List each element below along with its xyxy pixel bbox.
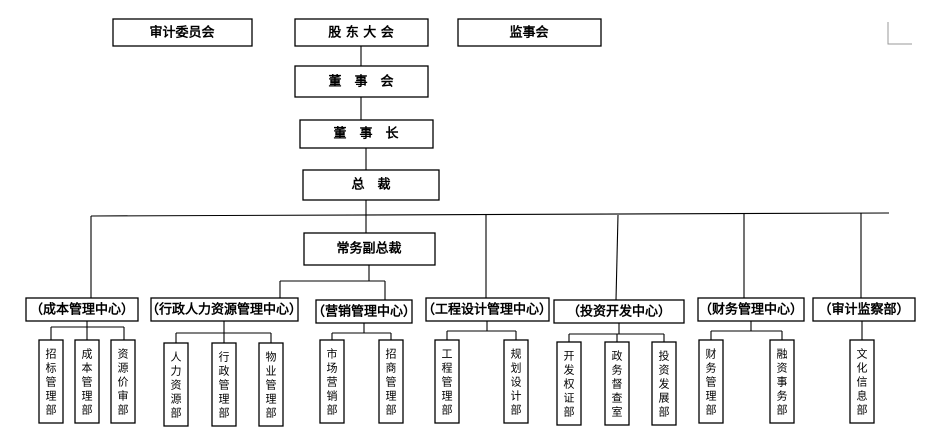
- center-hr-admin: （行政人力资源管理中心）: [146, 297, 302, 322]
- department-label: 投资发展部: [659, 349, 670, 419]
- department-label: 开发权证部: [564, 350, 575, 419]
- department-box: 文化信息部: [849, 339, 875, 424]
- department-box: 资源价审部: [110, 339, 136, 424]
- center-finance: （财务管理中心）: [697, 297, 805, 322]
- department-label: 规划设计部: [511, 347, 522, 417]
- center-cost: （成本管理中心）: [25, 297, 139, 322]
- president-label: 总 裁: [351, 177, 390, 193]
- department-box: 市场营销部: [319, 339, 345, 424]
- center-name: （财务管理中心）: [699, 302, 803, 318]
- department-box: 行政管理部: [211, 342, 237, 427]
- chairman-label: 董 事 长: [333, 126, 399, 142]
- president-box: [302, 169, 440, 201]
- supervisory-board-label: 监事会: [509, 25, 549, 41]
- department-label: 工程管理部: [442, 348, 453, 417]
- department-label: 融资事务部: [777, 348, 788, 417]
- center-investment: （投资开发中心）: [553, 299, 685, 324]
- department-label: 财务管理部: [706, 347, 717, 417]
- department-label: 政务督查室: [612, 349, 623, 419]
- executive-vp-box: [303, 232, 436, 266]
- department-box: 招商管理部: [378, 339, 404, 424]
- center-name: （成本管理中心）: [30, 302, 134, 318]
- shareholders-box: [294, 18, 429, 47]
- center-name: （工程设计管理中心）: [422, 302, 552, 318]
- audit-committee-label: 审计委员会: [149, 25, 215, 41]
- center-audit: （审计监察部）: [812, 297, 916, 322]
- page-corner-mark: [887, 22, 912, 45]
- department-box: 开发权证部: [556, 341, 582, 426]
- chairman-box: [299, 119, 434, 149]
- drop-investment: [615, 214, 619, 301]
- dept-connectors: [50, 321, 863, 343]
- department-box: 招标管理部: [38, 339, 64, 424]
- department-box: 物业管理部: [258, 342, 284, 427]
- department-box: 人力资源部: [163, 342, 189, 427]
- department-label: 招标管理部: [46, 347, 57, 417]
- department-label: 行政管理部: [219, 351, 230, 420]
- supervisory-board-box: [457, 18, 602, 47]
- center-name: （投资开发中心）: [567, 304, 671, 320]
- department-label: 市场营销部: [327, 347, 338, 417]
- center-name: （营销管理中心）: [312, 304, 416, 320]
- department-box: 融资事务部: [769, 339, 795, 424]
- department-label: 物业管理部: [266, 350, 277, 420]
- executive-vp-label: 常务副总裁: [336, 241, 401, 257]
- main-bus-line: [90, 212, 890, 217]
- center-engineering: （工程设计管理中心）: [422, 297, 552, 322]
- department-box: 政务督查室: [604, 341, 630, 426]
- shareholders-label: 股 东 大 会: [328, 25, 395, 41]
- department-box: 规划设计部: [503, 339, 529, 424]
- audit-committee-box: [112, 18, 253, 47]
- center-name: （行政人力资源管理中心）: [146, 302, 302, 318]
- department-label: 成本管理部: [82, 348, 93, 417]
- center-marketing: （营销管理中心）: [312, 299, 416, 324]
- department-box: 工程管理部: [434, 339, 460, 424]
- board-label: 董 事 会: [328, 74, 394, 90]
- department-label: 资源价审部: [118, 348, 129, 417]
- department-label: 文化信息部: [857, 347, 868, 417]
- department-box: 投资发展部: [651, 341, 677, 426]
- department-box: 财务管理部: [698, 339, 724, 424]
- department-label: 人力资源部: [171, 351, 182, 420]
- center-name: （审计监察部）: [818, 302, 909, 318]
- department-box: 成本管理部: [74, 339, 100, 424]
- department-label: 招商管理部: [386, 347, 397, 417]
